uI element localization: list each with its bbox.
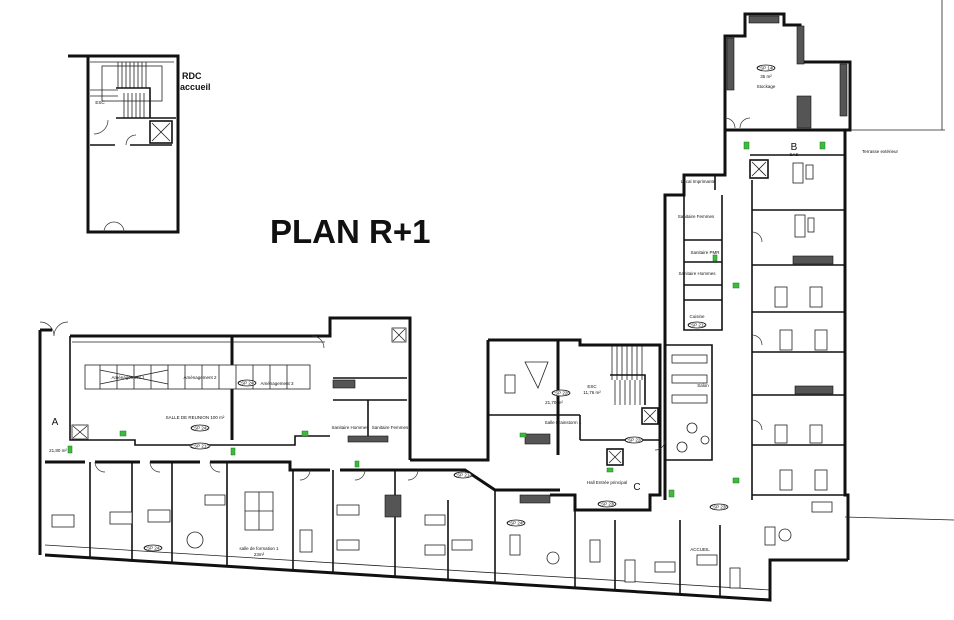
palier-tag: ESP 228 bbox=[625, 438, 643, 443]
left-sanitary-block: Sanitaire Hommes Sanitaire Femmes bbox=[331, 327, 409, 443]
inset-elevator bbox=[149, 120, 173, 144]
stockage-name: Stockage bbox=[757, 84, 776, 89]
bureau-226-area: 21,70 m² bbox=[545, 400, 563, 405]
right-wing-west-wall bbox=[663, 130, 727, 500]
zone-a-label: A bbox=[52, 417, 59, 428]
exit-sign bbox=[606, 467, 614, 473]
bureau-245-tag: ESP 245 bbox=[507, 521, 525, 526]
room-stockage[interactable]: ESP 140 35 m² Stockage bbox=[723, 12, 852, 132]
amenagement-1-label: Aménagement 1 bbox=[111, 375, 145, 380]
cuisine-label: Cuisine bbox=[689, 314, 705, 319]
escalier-area: 11,76 m² bbox=[583, 390, 601, 395]
exit-sign bbox=[668, 489, 675, 498]
stockage-area: 35 m² bbox=[760, 74, 772, 79]
sanitaire-pmr-label: Sanitaire PMR bbox=[690, 250, 720, 255]
right-elevator bbox=[749, 159, 769, 179]
exit-sign bbox=[230, 447, 236, 456]
salle-formation-name: salle de formation 1 bbox=[239, 546, 279, 551]
hall-entree-tag: ESP 230 bbox=[598, 502, 616, 507]
bureau-236-tag: ESP 236 bbox=[710, 505, 728, 510]
exit-sign bbox=[743, 141, 750, 150]
rdc-inset: ESC RDC accueil bbox=[68, 54, 211, 234]
exit-sign bbox=[119, 430, 127, 437]
room-salle-reunion[interactable]: Aménagement 1 Aménagement 2 ESP 240 Amén… bbox=[69, 336, 330, 446]
accueil-label: ACCUEIL bbox=[690, 547, 710, 552]
salon-area bbox=[665, 344, 713, 461]
exit-sign bbox=[67, 445, 73, 454]
plan-title: PLAN R+1 bbox=[270, 213, 430, 250]
inset-stair-label: ESC bbox=[95, 100, 105, 105]
escalier-label: ESC bbox=[587, 384, 597, 389]
local-imprimante-label: Local Imprimante bbox=[681, 179, 716, 184]
sanitaire-femmes-left-label: Sanitaire Femmes bbox=[372, 425, 409, 430]
bureau-226-tag: ESP 226 bbox=[552, 391, 570, 396]
salle-reunion-tag: ESP 240 bbox=[238, 381, 256, 386]
right-wing-east-wall bbox=[843, 130, 850, 560]
inset-staircase bbox=[90, 62, 176, 119]
inset-label-rdc: RDC bbox=[182, 71, 202, 81]
right-sanitary-block bbox=[683, 174, 723, 331]
bureau-214-tag: ESP 214 bbox=[454, 473, 472, 478]
south-offices bbox=[51, 462, 741, 597]
exit-sign bbox=[301, 430, 309, 437]
terrace-edge-south bbox=[844, 516, 954, 521]
sanitaire-hommes-right-label: Sanitaire Hommes bbox=[678, 271, 716, 276]
corridor-south-wall bbox=[45, 460, 560, 492]
exit-sign bbox=[354, 460, 360, 468]
hall-entree-label: Hall Entrée principal bbox=[587, 480, 627, 485]
exit-sign bbox=[732, 282, 740, 289]
amenagement-2-label: Aménagement 2 bbox=[183, 375, 217, 380]
salle-reunion-name: SALLE DE REUNION 100 m² bbox=[166, 415, 225, 420]
terrasse-label: Terrasse extérieur bbox=[862, 149, 899, 154]
cuisine-tag: ESP 212 bbox=[688, 323, 706, 328]
zone-b-label: B bbox=[791, 142, 798, 153]
stockage-tag: ESP 140 bbox=[757, 66, 775, 71]
salon-label: Salon bbox=[697, 383, 709, 388]
salle-formation-area: 23m² bbox=[254, 552, 265, 557]
hall-left-area: 21,80 m² bbox=[49, 448, 67, 453]
exit-sign bbox=[712, 254, 718, 262]
left-wing-north-wall bbox=[40, 316, 412, 460]
exit-sign bbox=[519, 432, 527, 438]
salle-brainstorm-label: Salle Brainstorm 1 bbox=[545, 420, 582, 425]
amenagement-3-label: Aménagement 3 bbox=[260, 381, 294, 386]
sanitaire-hommes-left-label: Sanitaire Hommes bbox=[331, 425, 369, 430]
right-offices bbox=[751, 162, 845, 546]
salle-reunion-tag2: ESP 242 bbox=[191, 426, 209, 431]
sanitaire-femmes-right-label: Sanitaire Femmes bbox=[678, 214, 715, 219]
exit-sign bbox=[819, 141, 826, 150]
corridor-tag: ESP 213 bbox=[191, 444, 209, 449]
sas-label: SAS bbox=[789, 152, 798, 157]
central-staircase bbox=[606, 346, 659, 466]
facade-south-wall bbox=[44, 553, 848, 602]
zone-c-label: C bbox=[633, 482, 640, 493]
exit-sign bbox=[732, 477, 740, 484]
doors bbox=[94, 117, 763, 481]
bureau-243-tag: ESP 243 bbox=[144, 546, 162, 551]
middle-block bbox=[410, 338, 662, 512]
inset-label-accueil: accueil bbox=[180, 82, 211, 92]
